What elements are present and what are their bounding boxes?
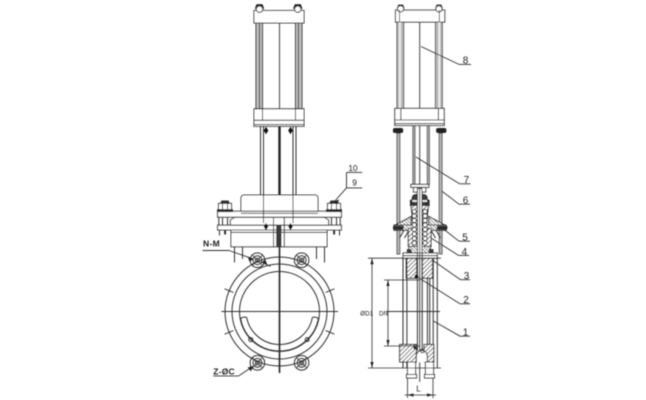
svg-text:4: 4 xyxy=(462,247,468,258)
svg-text:8: 8 xyxy=(463,56,469,67)
svg-text:N-M: N-M xyxy=(203,238,220,248)
svg-text:1: 1 xyxy=(463,328,469,339)
svg-text:Z-ØC: Z-ØC xyxy=(213,366,235,376)
svg-text:ØD1: ØD1 xyxy=(360,310,373,317)
svg-text:2: 2 xyxy=(463,295,469,306)
svg-text:5: 5 xyxy=(462,232,468,243)
svg-text:3: 3 xyxy=(464,271,470,282)
svg-text:10: 10 xyxy=(348,163,358,173)
svg-text:L: L xyxy=(416,384,421,393)
svg-text:9: 9 xyxy=(352,178,357,188)
svg-text:6: 6 xyxy=(463,195,469,206)
svg-text:DN: DN xyxy=(379,310,388,317)
svg-text:7: 7 xyxy=(464,175,470,186)
